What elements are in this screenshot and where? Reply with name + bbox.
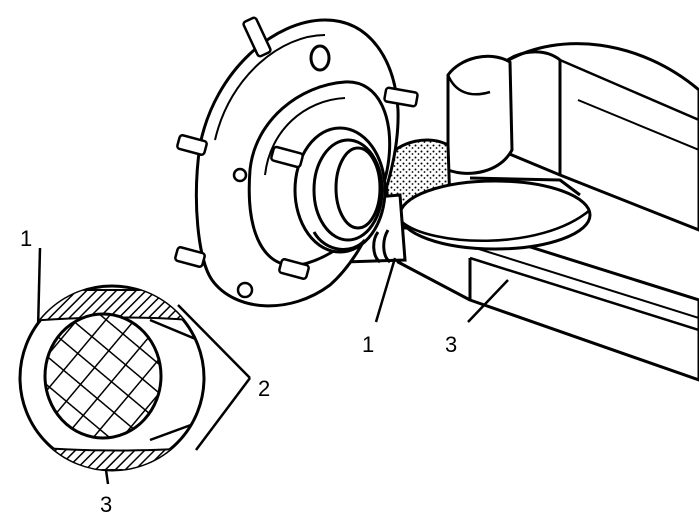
stud-6 — [278, 258, 310, 280]
callout-labels: 1 3 1 2 3 — [20, 226, 457, 517]
axle-tube — [396, 42, 699, 382]
stud-2 — [383, 86, 419, 108]
callout-detail-2: 2 — [258, 376, 270, 401]
wiper-disc — [398, 179, 592, 251]
callout-detail-1: 1 — [20, 226, 32, 251]
callout-detail-3: 3 — [100, 492, 112, 517]
wheel-studs — [174, 16, 419, 299]
section-detail — [18, 284, 206, 472]
stud-3 — [176, 134, 208, 156]
callout-axle-3: 3 — [445, 332, 457, 357]
leader-lines — [36, 247, 509, 485]
stud-4 — [270, 145, 304, 169]
stud-1 — [242, 16, 272, 58]
stud-5 — [174, 246, 206, 268]
callout-axle-1: 1 — [362, 332, 374, 357]
